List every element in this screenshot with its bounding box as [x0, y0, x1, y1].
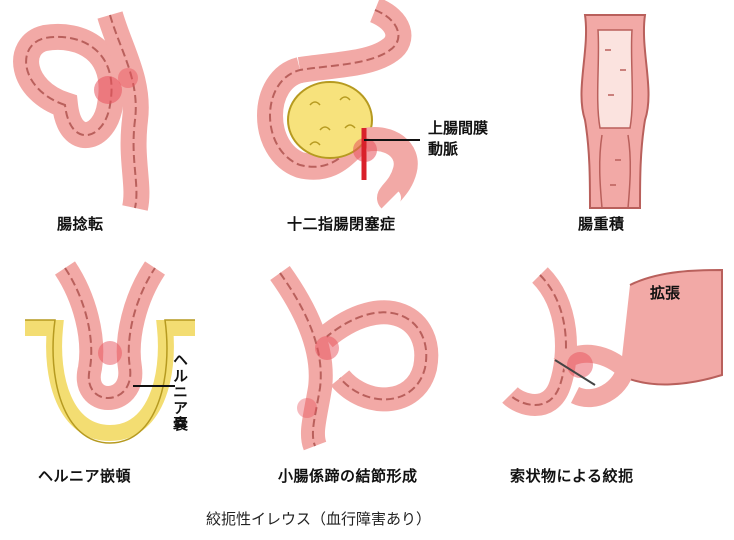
label-sma: 十二指腸閉塞症 [287, 215, 396, 233]
annotation-sma-line1: 上腸間膜 [428, 119, 489, 137]
volvulus-illustration [13, 11, 150, 211]
annotation-dilation: 拡張 [650, 284, 681, 302]
sma-syndrome-illustration [257, 0, 420, 211]
caption: 絞扼性イレウス（血行障害あり） [206, 510, 432, 528]
knot-illustration [270, 266, 439, 451]
intussusception-illustration [580, 14, 650, 209]
label-knot: 小腸係蹄の結節形成 [278, 467, 418, 485]
band-strangulation-illustration [502, 267, 723, 416]
label-band: 索状物による絞扼 [510, 467, 634, 485]
annotation-sma: 上腸間膜 動脈 [428, 118, 488, 160]
annotation-hernia-sac: ヘルニア嚢 [171, 352, 189, 432]
label-hernia: ヘルニア嵌頓 [38, 467, 132, 485]
label-volvulus: 腸捻転 [57, 215, 104, 233]
hernia-illustration [25, 261, 195, 444]
label-intussusception: 腸重積 [578, 215, 625, 233]
annotation-sma-line2: 動脈 [428, 140, 459, 158]
